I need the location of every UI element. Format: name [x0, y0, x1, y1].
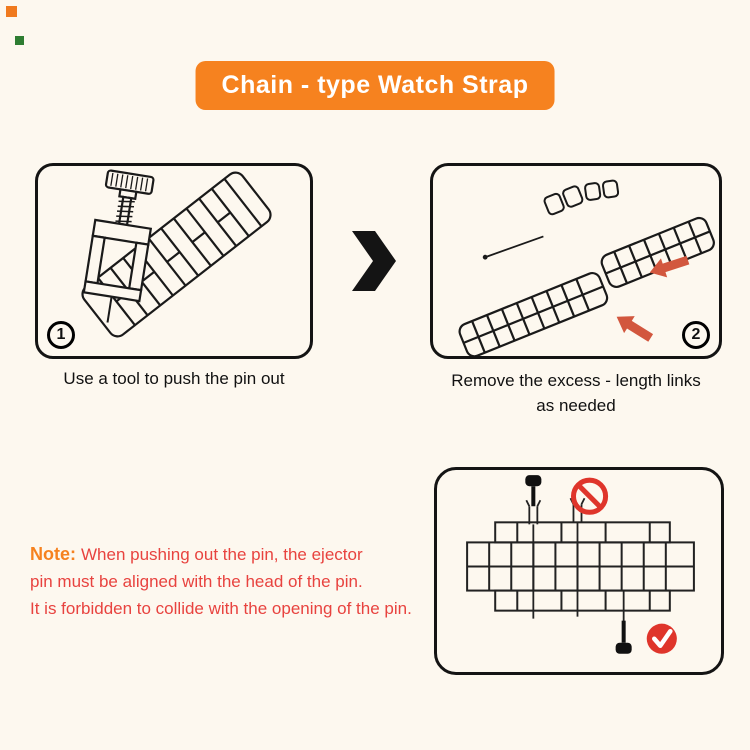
- step2-panel: 2: [430, 163, 722, 359]
- note: Note: When pushing out the pin, the eject…: [30, 541, 454, 622]
- loose-pin: [482, 235, 544, 260]
- chevron-right-icon: [352, 231, 396, 291]
- note-text-1: When pushing out the pin, the ejector: [81, 545, 363, 564]
- step1-number-badge: 1: [47, 321, 75, 349]
- note-line-3: It is forbidden to collide with the open…: [30, 599, 412, 618]
- ejector-pin-top: [525, 475, 542, 507]
- corner-green-mark: [15, 36, 24, 45]
- note-line-2: pin must be aligned with the head of the…: [30, 572, 363, 591]
- corner-orange-mark: [6, 6, 17, 17]
- red-arrow-icon: [616, 255, 690, 342]
- prohibition-icon: [570, 477, 609, 515]
- step2-caption-line2: as needed: [536, 395, 616, 415]
- page-title: Chain - type Watch Strap: [195, 61, 555, 110]
- step1-pin-tool-illustration: [81, 169, 272, 338]
- step2-links-illustration: [458, 179, 715, 356]
- note-label: Note:: [30, 544, 76, 564]
- step1-panel: 1: [35, 163, 313, 359]
- link-remover-tool: [82, 169, 155, 323]
- check-icon: [646, 623, 677, 654]
- ejector-pin-bottom: [615, 590, 632, 654]
- step2-caption: Remove the excess - length links as need…: [430, 369, 722, 418]
- pin-alignment-panel: [434, 467, 724, 675]
- note-line-1: Note: When pushing out the pin, the eject…: [30, 541, 454, 568]
- step2-number-badge: 2: [682, 321, 710, 349]
- spring-bar-pins: [525, 497, 586, 619]
- step1-caption: Use a tool to push the pin out: [63, 369, 285, 388]
- pin-alignment-diagram: [466, 475, 695, 654]
- step2-caption-line1: Remove the excess - length links: [451, 371, 701, 390]
